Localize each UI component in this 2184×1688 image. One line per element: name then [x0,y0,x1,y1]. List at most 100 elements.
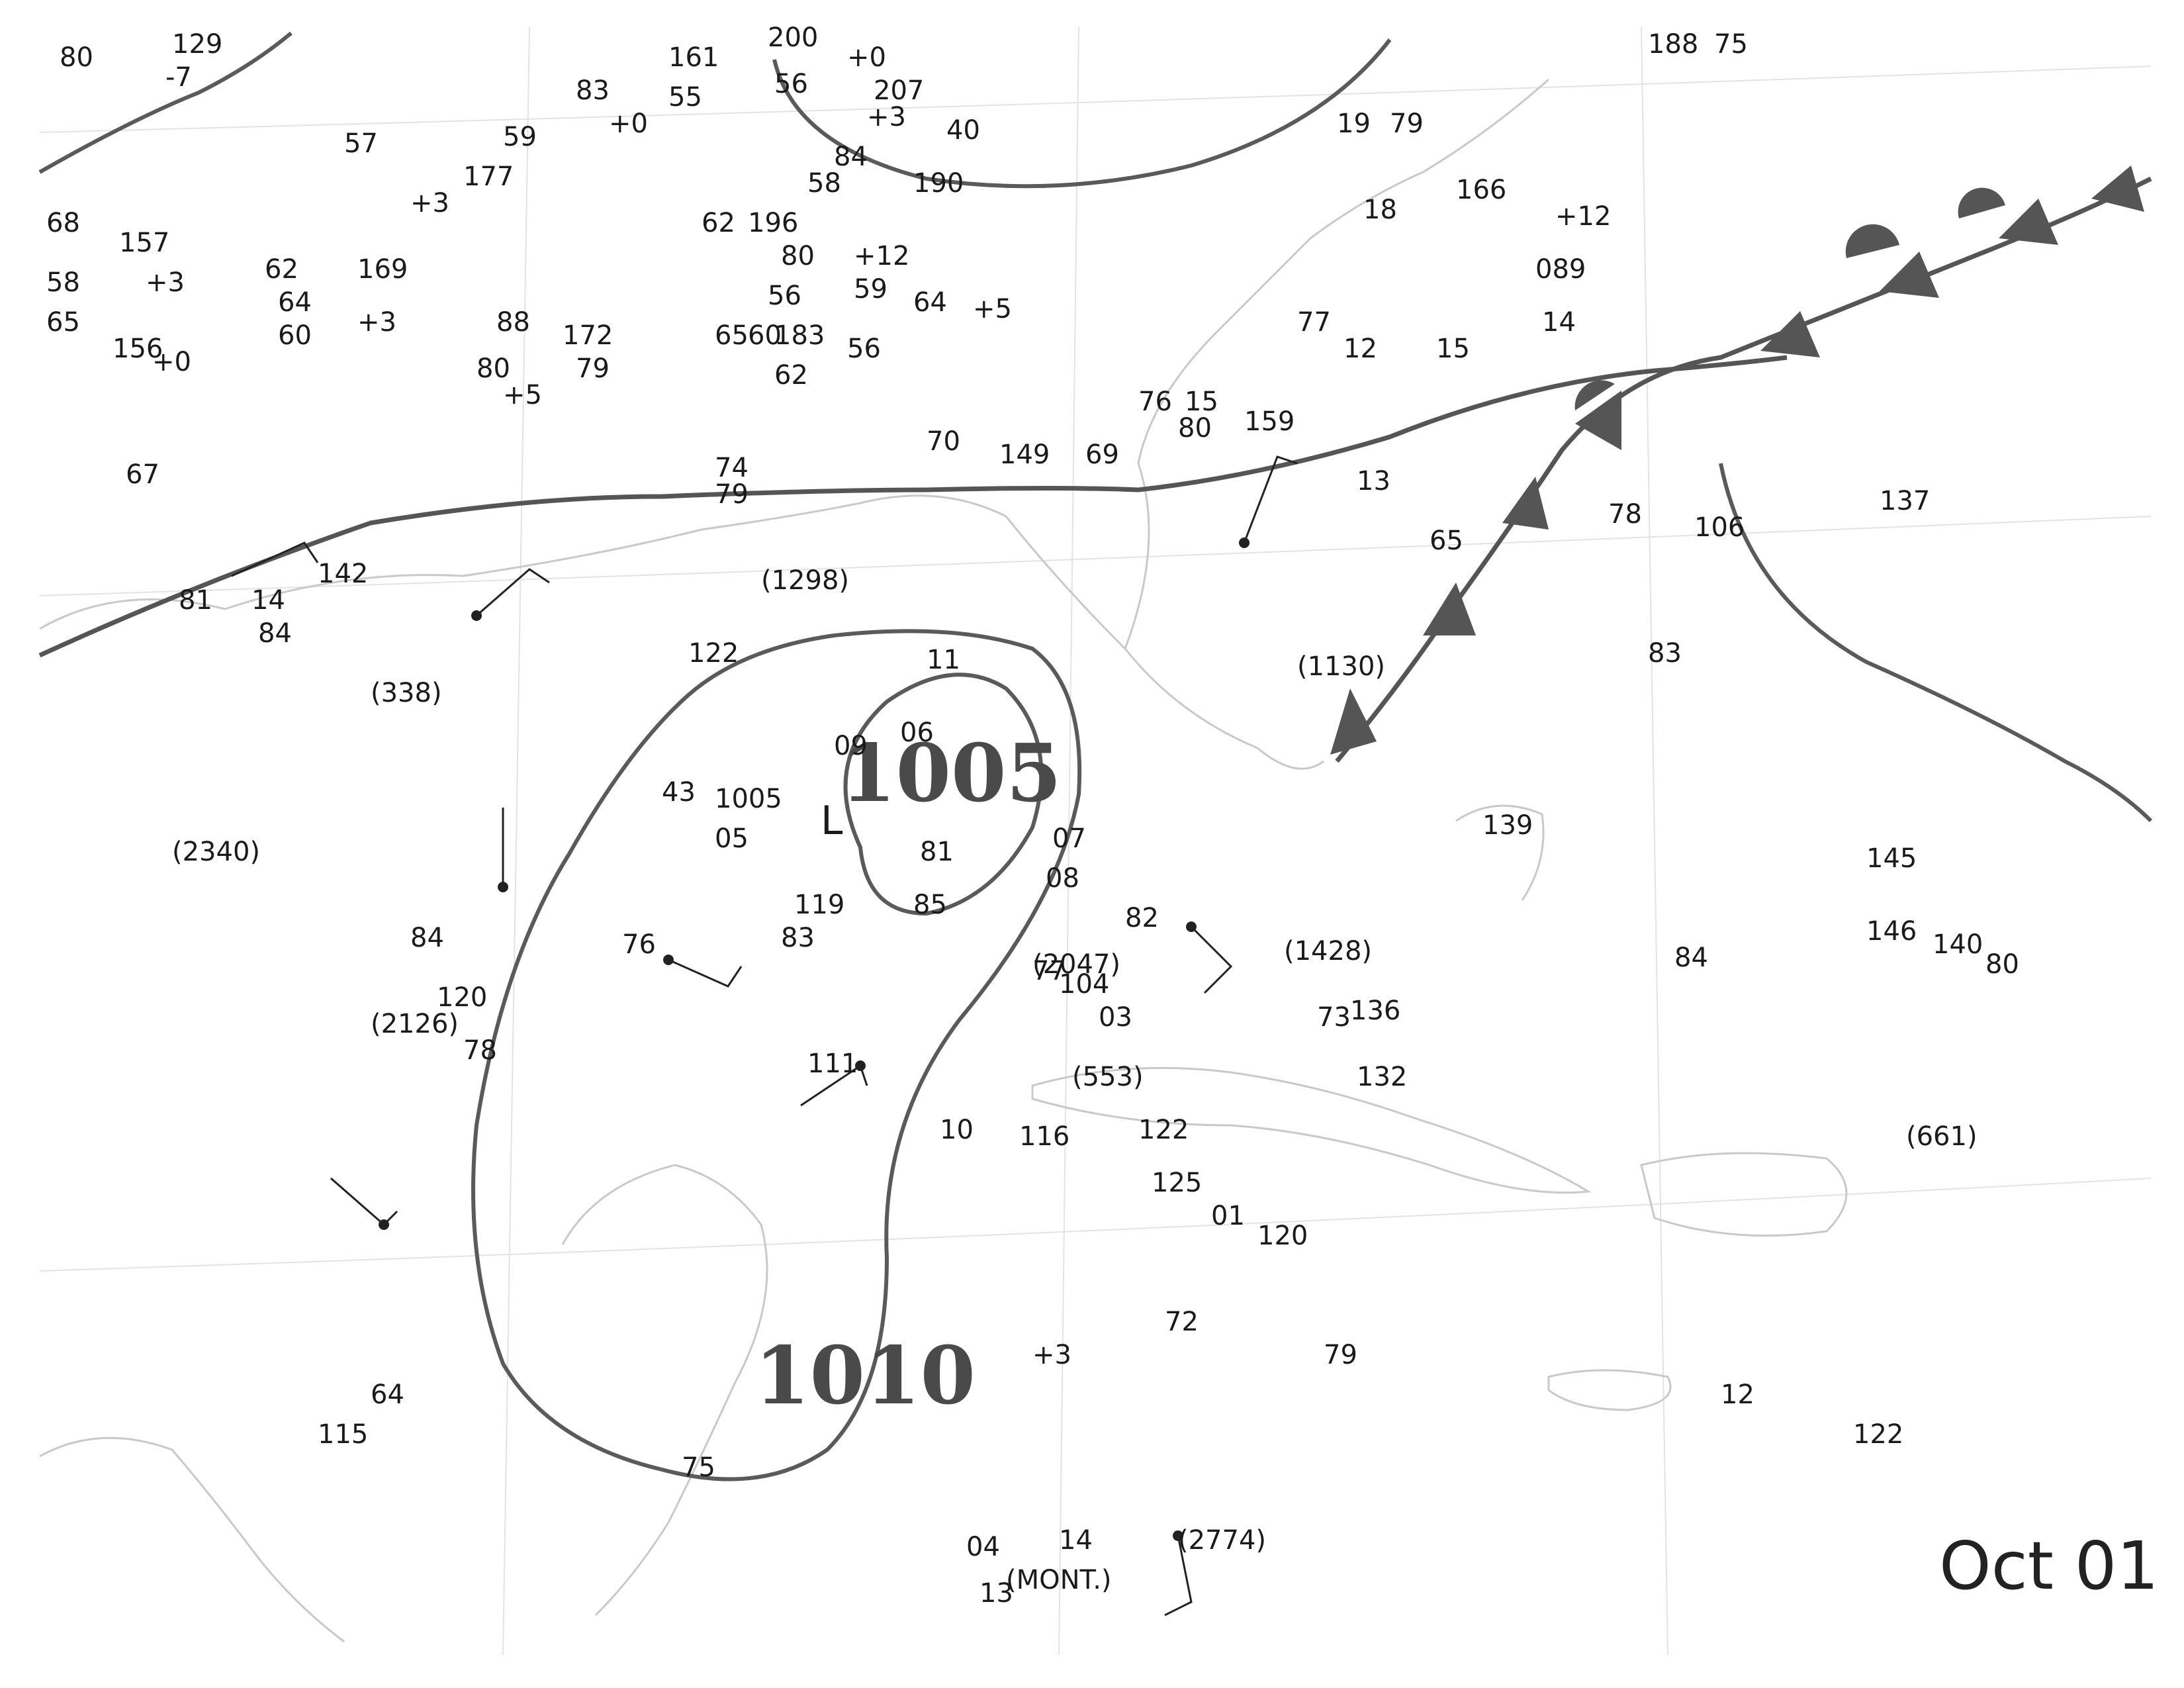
station-label: 145 [1866,843,1917,874]
station-label: 136 [1350,996,1400,1026]
station-label: 60 [748,320,782,351]
station-label: 119 [794,890,844,920]
station-label: 11 [927,645,960,675]
isobar-label-1010: 1010 [754,1329,976,1423]
station-label: 80 [477,353,510,384]
isobar-label-1005: 1005 [841,727,1062,820]
station-label: 59 [854,274,887,305]
station-label: 03 [1099,1002,1132,1033]
station-label: (MONT.) [1006,1565,1112,1595]
station-label: 78 [1608,499,1642,530]
station-label: 79 [1390,109,1424,139]
station-label: 80 [60,42,93,73]
station-label: 1005 [715,784,782,814]
station-label: 85 [913,890,947,920]
station-label: 15 [1436,334,1470,364]
station-label: 183 [774,320,825,351]
station-label: 116 [1019,1121,1069,1152]
station-label: 200 [768,23,818,53]
station-label: +3 [146,267,185,298]
station-label: 139 [1482,810,1533,841]
low-center-label: L [821,798,843,844]
station-label: +12 [1555,201,1611,232]
station-label: 57 [344,128,378,159]
station-label: 43 [662,777,696,808]
station-label: 19 [1337,109,1371,139]
station-label: 10 [940,1115,974,1145]
station-label: 15 [1185,387,1218,417]
graticule [39,26,2152,1656]
station-label: 65 [715,320,749,351]
station-label: +0 [609,109,648,139]
station-label: 40 [946,115,980,146]
station-label: 137 [1880,486,1930,516]
station-label: 122 [1138,1115,1189,1145]
station-label: 115 [318,1419,368,1450]
station-label: 81 [920,837,954,867]
station-label: -7 [165,62,192,93]
station-label: 56 [774,69,808,99]
station-label: 09 [834,731,868,761]
station-label: 120 [437,982,487,1013]
station-label: 75 [682,1452,715,1483]
station-label: 80 [781,241,815,271]
station-label: 62 [265,254,298,285]
station-label: 196 [748,208,798,238]
station-label: 14 [251,585,285,616]
station-label: 78 [463,1035,497,1066]
station-label: 157 [119,228,169,258]
station-label: 64 [371,1380,404,1410]
station-label: (2340) [172,837,260,867]
station-label: 64 [278,287,312,318]
station-label: (1130) [1297,651,1385,682]
cold-front [1330,165,2152,763]
station-label: 190 [913,168,964,199]
station-label: 77 [1297,307,1331,338]
station-label: 72 [1165,1307,1199,1337]
station-label: (338) [371,678,442,708]
station-label: 82 [1125,903,1159,933]
station-label: 65 [46,307,80,338]
wind-barbs [231,455,1298,1617]
station-label: 172 [563,320,613,351]
station-label: 12 [1721,1380,1754,1410]
station-label: 13 [1357,466,1390,496]
station-label: 06 [900,718,934,748]
station-label: 05 [715,823,749,854]
station-label: 106 [1694,512,1745,543]
station-label: 132 [1357,1062,1407,1092]
isobars [38,31,2153,1481]
station-label: 58 [807,168,841,199]
station-label: 73 [1317,1002,1351,1033]
station-label: 122 [1853,1419,1903,1450]
station-label: 104 [1059,969,1109,1000]
station-label: 83 [1648,638,1682,669]
station-label: 62 [702,208,735,238]
station-label: +5 [503,380,542,410]
station-label: 59 [503,122,537,152]
station-label: 77 [1032,956,1066,986]
station-label: 79 [715,479,749,510]
station-label: 81 [179,585,212,616]
station-label: 207 [874,75,924,106]
station-label: (553) [1072,1062,1144,1092]
warm-front [1574,187,2005,410]
station-label: 188 [1648,29,1698,60]
station-label: 07 [1052,823,1086,854]
station-label: 62 [774,360,808,391]
station-label: (2774) [1178,1525,1266,1556]
station-label: 88 [496,307,530,338]
coastlines [39,78,1848,1643]
station-label: 75 [1714,29,1748,60]
station-label: 55 [668,82,702,113]
station-label: 129 [172,29,222,60]
station-label: +3 [1032,1340,1071,1370]
station-label: +0 [152,347,191,377]
station-label: 08 [1046,863,1079,894]
station-label: 166 [1456,175,1506,205]
station-label: 111 [807,1049,858,1079]
station-label: 13 [979,1578,1013,1609]
station-label: 79 [576,353,610,384]
